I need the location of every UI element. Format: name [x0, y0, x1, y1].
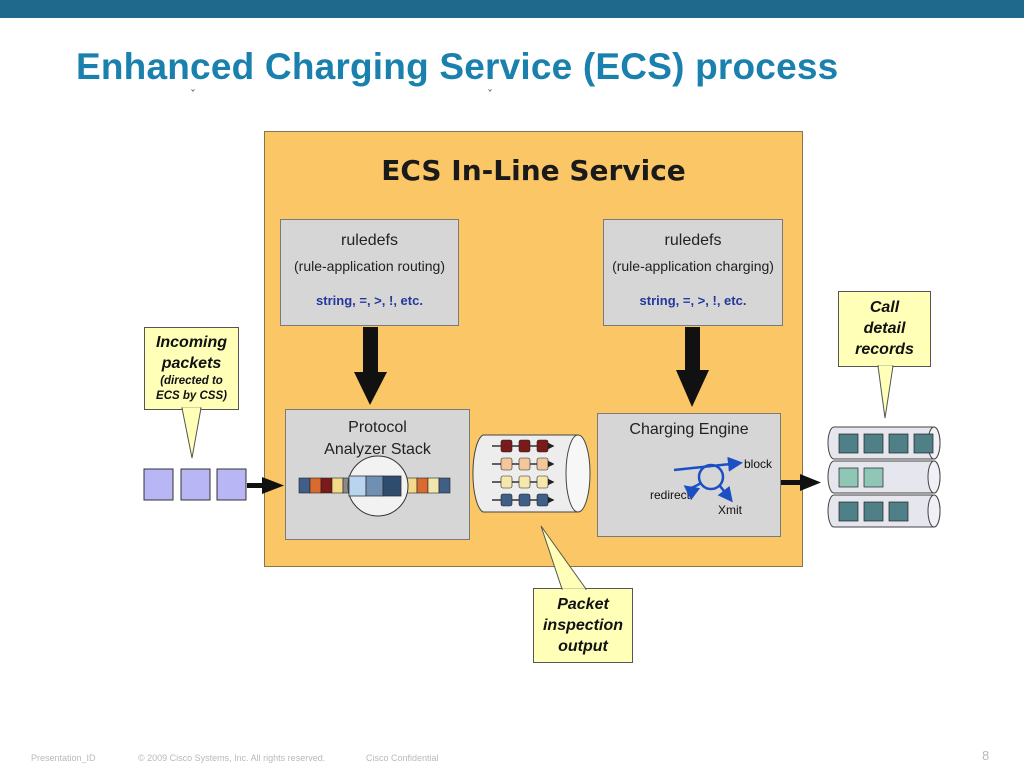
inspection-line1: Packet [557, 596, 609, 613]
output-arrow [781, 474, 821, 491]
charging-down-arrow [676, 327, 709, 407]
call-detail-line2: detail [863, 320, 906, 337]
incoming-packets-callout: Incoming packets (directed to ECS by CSS… [144, 327, 239, 410]
incoming-packet [180, 468, 211, 501]
incoming-line3: (directed to [160, 375, 223, 387]
charging-engine-title: Charging Engine [629, 421, 749, 438]
incoming-callout-tail [181, 407, 202, 459]
record-row [827, 460, 941, 494]
incoming-packet [143, 468, 174, 501]
inspection-line3: output [558, 638, 608, 655]
call-detail-callout-tail [877, 365, 894, 419]
xmit-label: Xmit [718, 503, 742, 517]
record-row [827, 494, 941, 528]
magnifier-lens [347, 455, 409, 517]
footer-presentation-id: Presentation_ID [31, 753, 96, 763]
ruledefs-charging-box: ruledefs (rule-application charging) str… [603, 219, 783, 326]
ruledefs-charging-heading: ruledefs [664, 232, 722, 249]
top-bar [0, 0, 1024, 18]
charging-decision-icon [673, 456, 743, 503]
slide-title: Enhanced Charging Service (ECS) process [76, 46, 839, 87]
incoming-line4: ECS by CSS) [156, 390, 227, 402]
tick-mark: ˇ [190, 88, 196, 102]
inspection-output-cylinder [472, 434, 591, 513]
ruledefs-routing-box: ruledefs (rule-application routing) stri… [280, 219, 459, 326]
ruledefs-routing-heading: ruledefs [341, 232, 398, 249]
page-number: 8 [982, 748, 990, 763]
protocol-label-line1: Protocol [348, 419, 407, 436]
routing-down-arrow [354, 327, 387, 405]
ruledefs-charging-subtitle: (rule-application charging) [612, 258, 774, 274]
ruledefs-routing-subtitle: (rule-application routing) [294, 258, 445, 274]
incoming-line1: Incoming [155, 334, 228, 351]
parsed-packet-rows [492, 439, 555, 507]
call-detail-line3: records [855, 341, 914, 358]
charging-engine-box: Charging Engine block redirect Xmit [597, 413, 781, 537]
ruledefs-routing-operators: string, =, >, !, etc. [316, 293, 423, 308]
footer-copyright: © 2009 Cisco Systems, Inc. All rights re… [138, 753, 326, 763]
inspection-callout-tail [540, 525, 587, 590]
incoming-packet [216, 468, 247, 501]
footer-confidential: Cisco Confidential [366, 753, 439, 763]
redirect-label: redirect [650, 488, 691, 502]
protocol-label-line2: Analyzer Stack [324, 441, 431, 458]
packet-inspection-callout: Packet inspection output [533, 588, 633, 663]
record-row [827, 426, 941, 460]
incoming-line2: packets [161, 355, 222, 372]
inspection-line2: inspection [542, 617, 623, 634]
call-detail-records-stack [827, 426, 941, 528]
block-label: block [744, 457, 773, 471]
service-title: ECS In-Line Service [381, 154, 686, 187]
ruledefs-charging-operators: string, =, >, !, etc. [639, 293, 747, 308]
call-detail-line1: Call [869, 299, 900, 316]
tick-mark: ˇ [487, 88, 493, 102]
input-arrow [247, 477, 284, 494]
incoming-packets [143, 468, 247, 501]
